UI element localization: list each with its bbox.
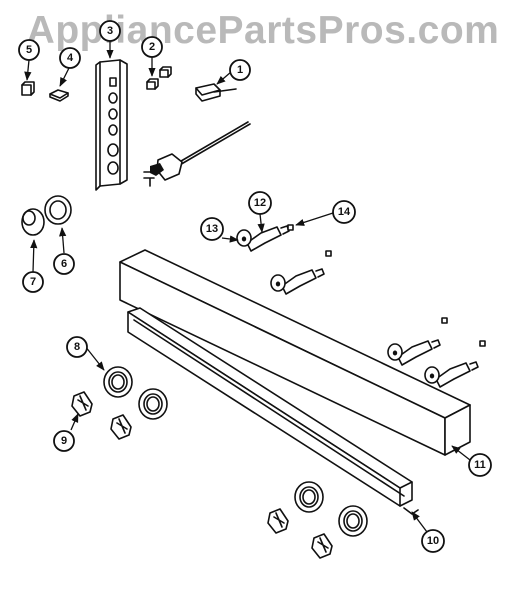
part-9-knob-b: [110, 414, 132, 440]
callout-3: 3: [99, 20, 121, 42]
callout-7-label: 7: [30, 276, 36, 288]
callout-7: 7: [22, 271, 44, 293]
part-12-valve-right-1: [387, 317, 448, 366]
part-8-bezel-a: [103, 366, 133, 398]
part-12-valve-right-2: [424, 340, 486, 388]
callout-1-label: 1: [237, 64, 243, 76]
callout-8: 8: [66, 336, 88, 358]
callout-6-label: 6: [61, 258, 67, 270]
callout-8-label: 8: [74, 341, 80, 353]
part-9-knob-c: [267, 508, 289, 534]
part-5-clip: [21, 81, 35, 96]
callout-9: 9: [53, 430, 75, 452]
leader-4: [59, 67, 70, 87]
callout-4: 4: [59, 47, 81, 69]
callout-14-label: 14: [338, 206, 351, 218]
callout-2-label: 2: [149, 41, 155, 53]
part-7-knob: [21, 208, 45, 236]
callout-10: 10: [421, 529, 445, 553]
leader-9: [70, 413, 79, 431]
leader-10: [411, 511, 428, 533]
callout-12-label: 12: [254, 197, 266, 209]
part-8-bezel-d: [338, 505, 368, 537]
part-12-valve-upper: [236, 224, 294, 252]
callout-11: 11: [468, 453, 492, 477]
part-12-valve-middle: [270, 250, 332, 295]
part-11-control-panel-box: [119, 249, 471, 456]
callout-14: 14: [332, 200, 356, 224]
leader-12: [257, 213, 265, 233]
part-3-mounting-bracket: [95, 59, 128, 191]
leader-1: [216, 71, 232, 85]
leader-11: [451, 445, 471, 461]
callout-4-label: 4: [67, 52, 74, 64]
leader-8: [84, 345, 105, 371]
callout-5-label: 5: [26, 44, 32, 56]
leader-13: [221, 235, 239, 243]
callout-1: 1: [229, 59, 251, 81]
part-4-tab: [49, 89, 69, 102]
leader-6: [59, 227, 67, 254]
callout-6: 6: [53, 253, 75, 275]
part-8-bezel-b: [138, 388, 168, 420]
callout-10-label: 10: [427, 535, 439, 547]
part-9-knob-d: [311, 533, 333, 559]
callout-13-label: 13: [206, 223, 218, 235]
part-6-ring: [44, 195, 72, 225]
callout-3-label: 3: [107, 25, 113, 37]
callout-12: 12: [248, 191, 272, 215]
wire-harness-plug: [143, 121, 251, 187]
callout-11-label: 11: [474, 459, 486, 471]
part-1-clip: [195, 83, 237, 102]
callout-2: 2: [141, 36, 163, 58]
callout-13: 13: [200, 217, 224, 241]
part-9-knob-a: [71, 391, 93, 417]
leader-7: [30, 239, 38, 273]
part-8-bezel-c: [294, 481, 324, 513]
part-10-front-panel: [127, 307, 419, 515]
part-2-connectors: [146, 66, 172, 90]
leader-5: [24, 59, 32, 81]
callout-5: 5: [18, 39, 40, 61]
callout-9-label: 9: [61, 435, 67, 447]
leader-14: [295, 212, 334, 226]
